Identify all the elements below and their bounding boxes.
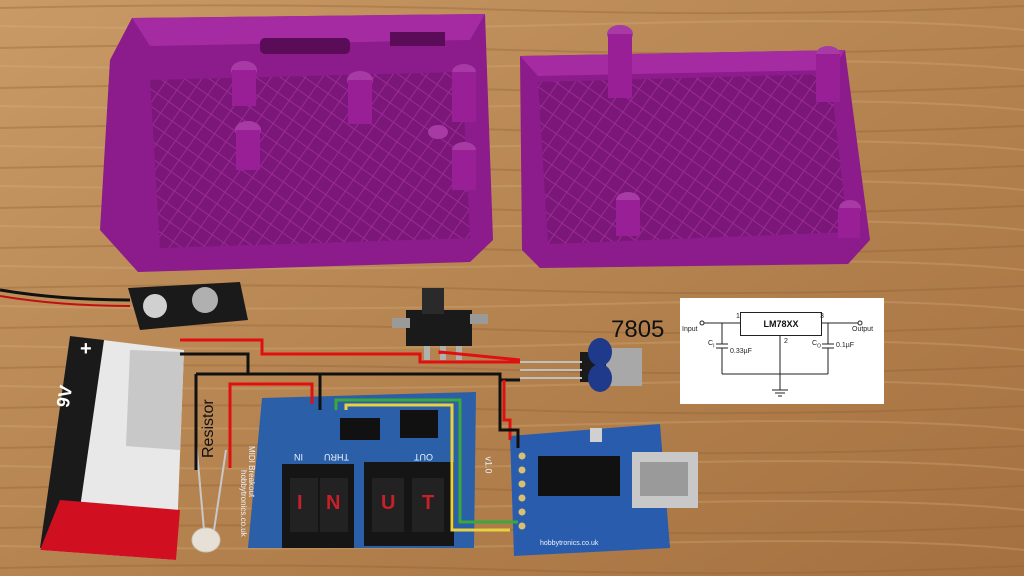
schematic-cin-subscript: I (713, 343, 715, 350)
schematic-cout-subscript: O (817, 343, 821, 350)
port-letter: U (381, 492, 396, 514)
enclosure-base (100, 14, 493, 272)
usb-board-site: hobbytronics.co.uk (540, 540, 599, 547)
midi-board-site: hobbytronics.co.uk (239, 470, 248, 537)
battery-9v (40, 336, 184, 560)
schematic-cin-label: CI (708, 340, 715, 350)
port-letter: N (326, 492, 341, 514)
resistor-label: Resistor (200, 399, 217, 458)
schematic-input-label: Input (682, 326, 698, 333)
led (191, 439, 227, 553)
midi-in-label: IN (294, 452, 303, 462)
midi-version-label: v1.0 (483, 456, 494, 474)
schematic-cin-value: 0.33µF (730, 348, 752, 355)
usb-host-board (510, 424, 698, 556)
schematic-wiring (699, 320, 863, 397)
regulator-part-label: 7805 (611, 316, 665, 343)
enclosure-lid (520, 25, 870, 268)
port-letter: T (422, 492, 435, 514)
schematic-pin3: 3 (820, 313, 824, 320)
midi-breakout-board (248, 392, 476, 548)
wires (180, 338, 521, 532)
battery-voltage-label: 9V (52, 383, 77, 409)
port-letter: I (297, 492, 303, 514)
schematic-pin1: 1 (736, 313, 740, 320)
battery-clip (0, 282, 248, 330)
lm78xx-schematic: LM78XX Input Output 1 2 3 CI 0.33µF CO 0… (680, 298, 884, 404)
midi-board-title: MIDI Breakout (247, 446, 256, 498)
schematic-pin2: 2 (784, 338, 788, 345)
midi-thru-label: THRU (324, 452, 349, 462)
schematic-cout-value: 0.1µF (836, 342, 855, 349)
midi-out-label: OUT (414, 452, 433, 462)
schematic-output-label: Output (852, 326, 874, 333)
battery-plus-label: + (80, 338, 92, 360)
voltage-regulator (520, 338, 642, 392)
lm78xx-chip: LM78XX (740, 312, 822, 336)
schematic-cout-label: CO (812, 340, 821, 350)
